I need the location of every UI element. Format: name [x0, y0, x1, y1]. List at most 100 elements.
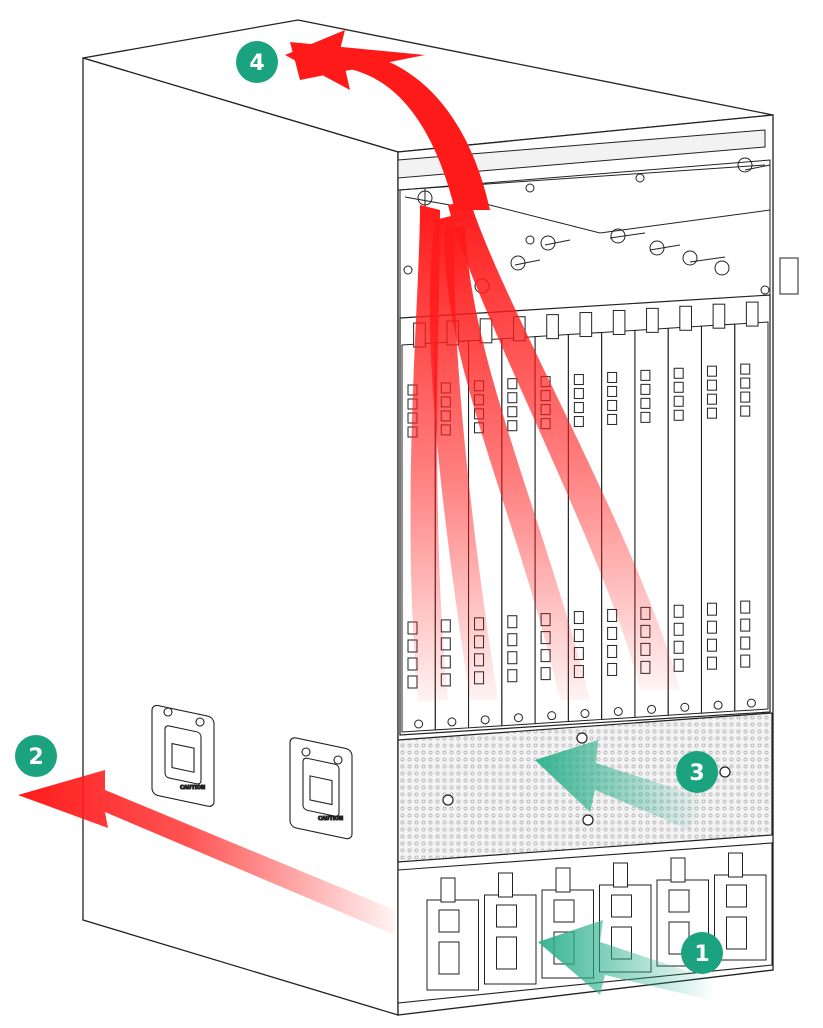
card-screw — [447, 717, 457, 727]
card-screw — [713, 700, 723, 710]
cool-air-intake-lower — [538, 920, 715, 1000]
card-screw — [680, 702, 690, 712]
card-port — [607, 608, 618, 622]
card-port — [673, 622, 684, 636]
callout-1: 1 — [681, 932, 723, 974]
card-port — [673, 604, 684, 618]
power-supply-fan-grill — [438, 941, 460, 975]
power-socket — [726, 884, 747, 908]
card-port — [640, 411, 651, 423]
power-socket — [553, 899, 575, 923]
card-port — [607, 626, 618, 640]
card-ejector-handle — [646, 307, 659, 333]
card-port — [507, 633, 518, 647]
card-port — [573, 416, 584, 428]
card-port — [740, 363, 751, 375]
card-port — [740, 618, 751, 632]
power-socket — [611, 894, 632, 918]
callout-4-label: 4 — [249, 51, 264, 76]
side-handle-left: CAUTION — [151, 704, 215, 807]
card-screw — [746, 698, 756, 708]
callout-4: 4 — [236, 41, 278, 83]
card-screw — [647, 704, 657, 714]
card-port — [573, 374, 584, 386]
card-ejector-handle — [712, 303, 726, 329]
card-screw — [480, 715, 490, 725]
cabinet-left-side — [82, 57, 399, 1016]
card-screw — [580, 709, 590, 719]
card-screw — [547, 711, 557, 721]
card-port — [573, 402, 584, 414]
card-ejector-handle — [745, 301, 759, 327]
card-port — [507, 378, 518, 390]
card-port — [740, 600, 751, 614]
card-port — [507, 669, 518, 683]
card-port — [673, 409, 684, 421]
card-port — [706, 656, 717, 670]
card-port — [640, 369, 651, 381]
card-port — [640, 383, 651, 395]
hot-air-exhaust — [285, 30, 680, 702]
card-screw — [613, 706, 623, 716]
card-port — [607, 662, 618, 676]
card-port — [607, 371, 618, 383]
hot-air-stream-b — [429, 215, 498, 700]
card-port — [673, 381, 684, 393]
callout-3: 3 — [676, 751, 718, 793]
power-supplies — [426, 852, 767, 991]
power-tray — [397, 842, 773, 1004]
side-handle-right: CAUTION — [289, 737, 353, 840]
card-port — [607, 399, 618, 411]
hot-air-stream-a — [410, 205, 448, 702]
card-port — [640, 397, 651, 409]
card-ejector-handle — [612, 309, 626, 335]
callout-1-label: 1 — [694, 942, 709, 967]
card-port — [706, 602, 717, 616]
callout-2-label: 2 — [28, 745, 43, 770]
hot-air-top-arrowhead — [290, 42, 425, 80]
card-port — [706, 393, 717, 405]
power-supply-handle — [613, 862, 628, 888]
power-supply-handle — [440, 877, 456, 903]
card-screw — [513, 713, 523, 723]
hot-air-side-exhaust — [18, 770, 395, 935]
power-supply-fan-grill — [496, 936, 517, 970]
power-socket — [438, 909, 460, 933]
card-port — [540, 667, 551, 681]
hot-air-stream-c — [444, 225, 590, 700]
card-port — [740, 654, 751, 668]
card-ejector-handle — [679, 305, 692, 331]
card-ejector-handle — [546, 314, 559, 340]
card-port — [706, 407, 717, 419]
card-port — [573, 388, 584, 400]
power-socket — [496, 904, 517, 928]
callout-3-label: 3 — [689, 761, 704, 786]
line-cards — [401, 301, 769, 733]
power-supply-handle — [498, 872, 513, 898]
card-port — [507, 651, 518, 665]
card-port — [673, 640, 684, 654]
card-port — [573, 611, 584, 625]
card-screw — [414, 719, 424, 729]
power-supply-handle — [555, 867, 571, 893]
card-port — [507, 420, 518, 432]
card-port — [673, 395, 684, 407]
card-port — [740, 391, 751, 403]
power-supply-fan-grill — [726, 916, 747, 950]
card-port — [706, 365, 717, 377]
card-port — [706, 638, 717, 652]
cool-air-intake — [535, 740, 715, 1000]
card-port — [740, 636, 751, 650]
caution-label-left: CAUTION — [180, 785, 205, 791]
card-port — [573, 629, 584, 643]
card-port — [740, 377, 751, 389]
power-supply-handle — [670, 857, 686, 883]
card-port — [706, 620, 717, 634]
card-port — [507, 406, 518, 418]
card-port — [673, 658, 684, 672]
card-port — [607, 385, 618, 397]
hot-air-main-arrow — [285, 30, 490, 210]
card-port — [607, 413, 618, 425]
power-supply-handle — [728, 852, 743, 878]
